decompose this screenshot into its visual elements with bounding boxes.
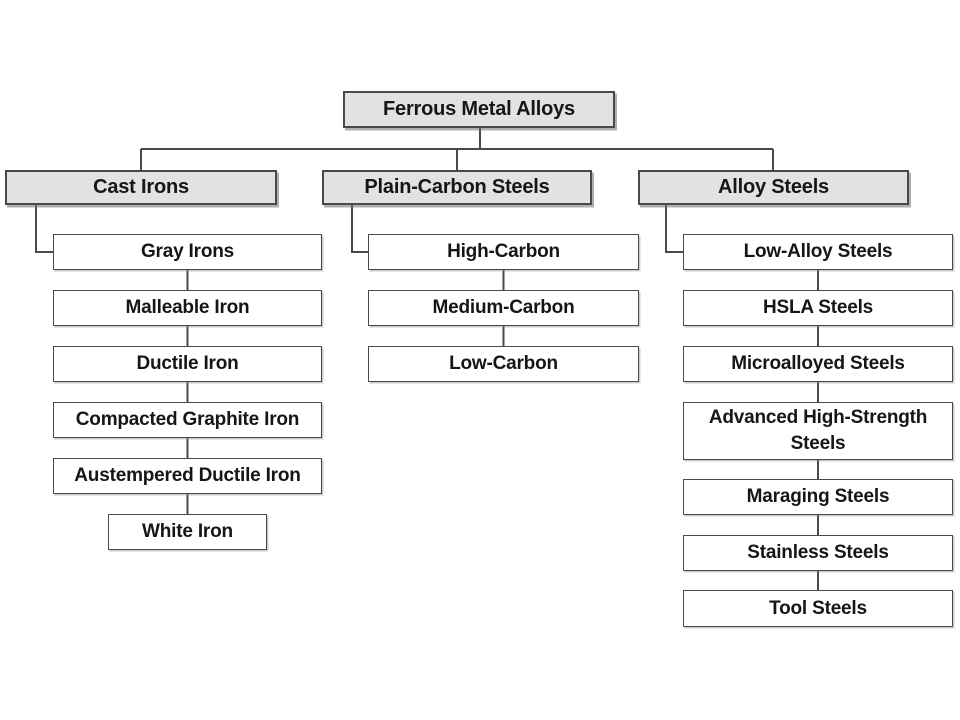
connector-trunk xyxy=(140,127,774,170)
node-compacted-graphite-iron: Compacted Graphite Iron xyxy=(53,402,322,438)
node-label: White Iron xyxy=(142,521,233,542)
node-label: Stainless Steels xyxy=(747,542,889,563)
node-label: Gray Irons xyxy=(140,241,235,262)
node-alloy-steels: Alloy Steels xyxy=(638,170,909,205)
node-label: Ferrous Metal Alloys xyxy=(383,98,575,120)
node-label: Cast Irons xyxy=(93,176,189,198)
node-label: Ductile Iron xyxy=(136,353,239,374)
node-label: Plain-Carbon Steels xyxy=(364,176,550,198)
node-hsla-steels: HSLA Steels xyxy=(683,290,953,326)
node-label: Advanced High-Strength Steels xyxy=(708,407,928,454)
node-medium-carbon: Medium-Carbon xyxy=(368,290,639,326)
node-label: High-Carbon xyxy=(447,241,560,262)
node-label: Alloy Steels xyxy=(718,176,829,198)
node-microalloyed-steels: Microalloyed Steels xyxy=(683,346,953,382)
node-label: Microalloyed Steels xyxy=(731,353,905,374)
node-label: Compacted Graphite Iron xyxy=(75,409,300,430)
node-label: Maraging Steels xyxy=(746,486,890,507)
node-white-iron: White Iron xyxy=(108,514,267,550)
node-label: Low-Carbon xyxy=(449,353,558,374)
node-high-carbon: High-Carbon xyxy=(368,234,639,270)
node-tool-steels: Tool Steels xyxy=(683,590,953,627)
node-gray-irons: Gray Irons xyxy=(53,234,322,270)
node-ferrous-metal-alloys: Ferrous Metal Alloys xyxy=(343,91,615,128)
node-austempered-ductile-iron: Austempered Ductile Iron xyxy=(53,458,322,494)
node-stainless-steels: Stainless Steels xyxy=(683,535,953,571)
node-label: HSLA Steels xyxy=(762,297,874,318)
node-label: Medium-Carbon xyxy=(432,297,575,318)
node-low-alloy-steels: Low-Alloy Steels xyxy=(683,234,953,270)
node-maraging-steels: Maraging Steels xyxy=(683,479,953,515)
node-malleable-iron: Malleable Iron xyxy=(53,290,322,326)
node-plain-carbon-steels: Plain-Carbon Steels xyxy=(322,170,592,205)
node-low-carbon: Low-Carbon xyxy=(368,346,639,382)
node-label: Austempered Ductile Iron xyxy=(74,465,301,486)
node-label: Low-Alloy Steels xyxy=(743,241,893,262)
node-label: Malleable Iron xyxy=(125,297,250,318)
node-cast-irons: Cast Irons xyxy=(5,170,277,205)
node-advanced-high-strength-steels: Advanced High-Strength Steels xyxy=(683,402,953,460)
connector-header-elbows xyxy=(35,204,683,253)
node-label: Tool Steels xyxy=(769,597,867,619)
node-ductile-iron: Ductile Iron xyxy=(53,346,322,382)
